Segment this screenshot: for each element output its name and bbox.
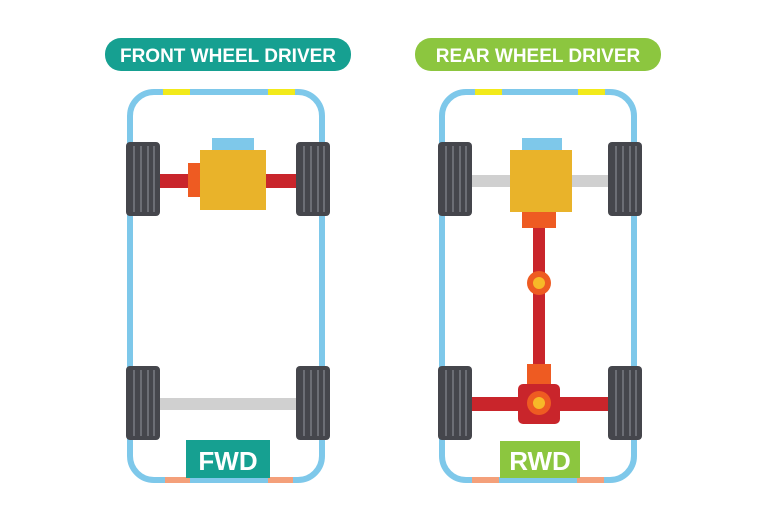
taillight-left — [165, 477, 190, 483]
headlight-left — [163, 89, 190, 95]
rwd-title: REAR WHEEL DRIVER — [436, 46, 641, 67]
fwd-title: FRONT WHEEL DRIVER — [120, 46, 336, 67]
rwd-title-pill — [415, 38, 661, 71]
radiator — [522, 138, 562, 151]
headlight-right — [268, 89, 295, 95]
rwd-badge-box — [500, 441, 580, 478]
tire-treads — [133, 146, 637, 436]
rwd-badge: RWD — [509, 446, 571, 476]
transmission — [522, 210, 556, 228]
headlight-left — [475, 89, 502, 95]
engine — [200, 150, 266, 210]
rwd-frame — [439, 89, 637, 483]
taillight-right — [577, 477, 604, 483]
headlight-right — [578, 89, 605, 95]
fwd-badge-box — [186, 440, 270, 478]
rwd-diagram: REAR WHEEL DRIVER RWD — [415, 38, 661, 483]
taillight-right — [268, 477, 293, 483]
fwd-badge: FWD — [198, 446, 257, 476]
rear-axle — [160, 398, 296, 410]
engine — [510, 150, 572, 212]
fwd-frame — [127, 89, 325, 483]
radiator — [212, 138, 254, 151]
taillight-left — [472, 477, 499, 483]
fwd-title-pill — [105, 38, 351, 71]
driveshaft — [533, 220, 545, 380]
